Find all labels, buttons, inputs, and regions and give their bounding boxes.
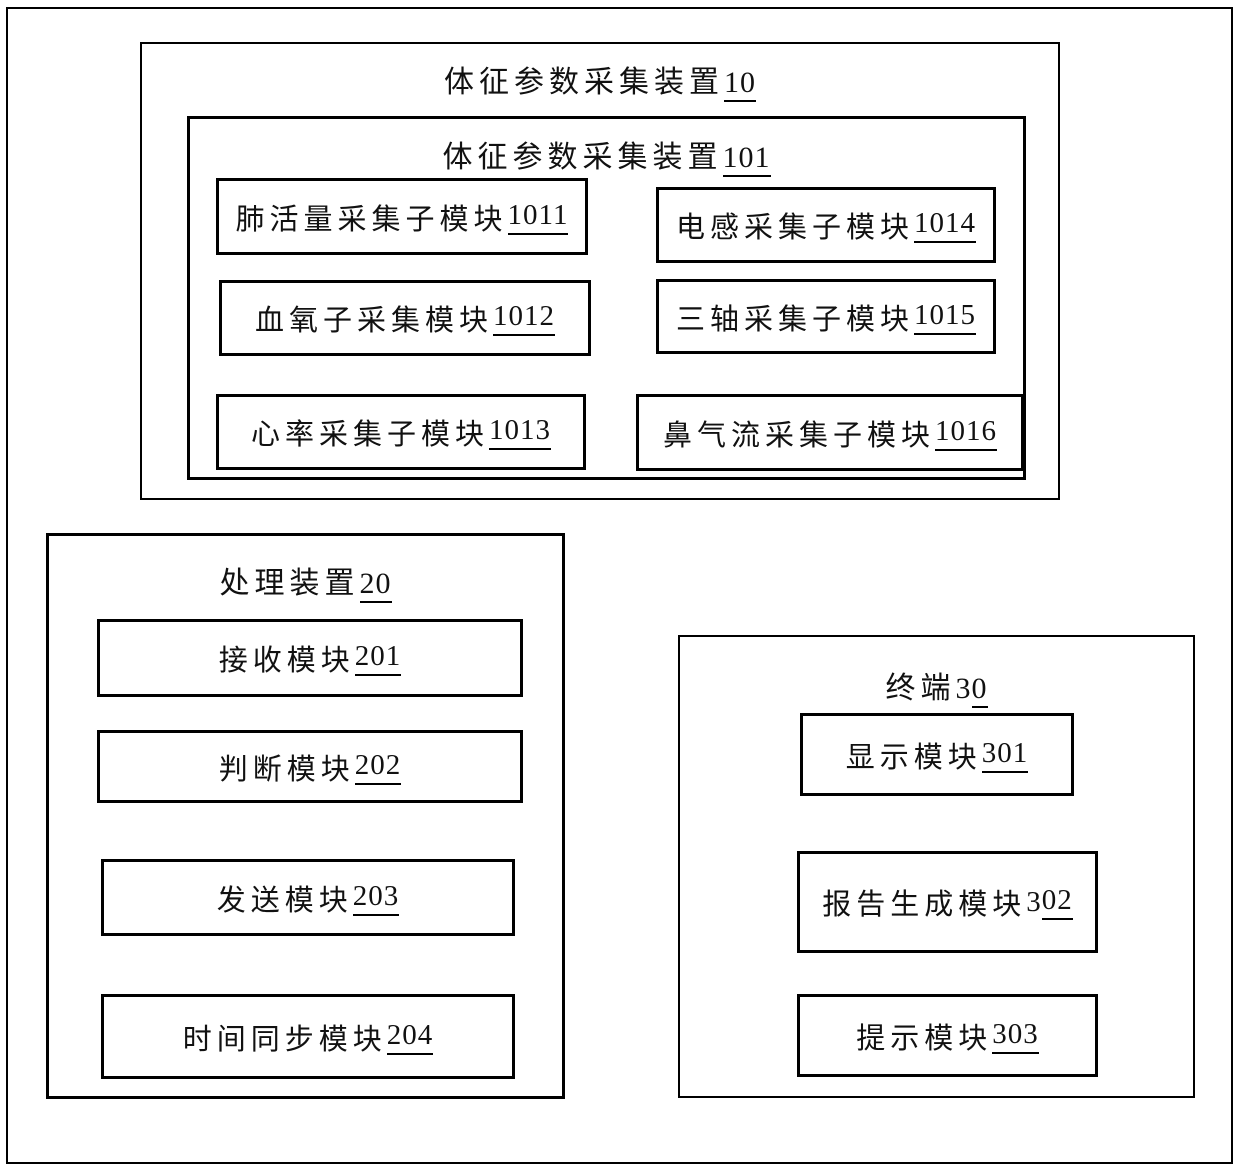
module-label: 判断模块 [218,753,355,786]
module-label: 三轴采集子模块 [675,303,914,336]
module-label: 肺活量采集子模块 [235,203,508,236]
module-number: 1011 [507,199,569,235]
title-number: 20 [359,567,392,603]
module-label: 鼻气流采集子模块 [662,419,935,452]
sign-param-collect-unit-title: 体征参数采集装置101 [190,132,1023,177]
module-label: 接收模块 [218,645,355,677]
title-label: 体征参数采集装置 [444,66,724,99]
module-label: 心率采集子模块 [250,419,489,451]
module-number: 201 [354,640,402,676]
title-label: 终端 [885,672,956,705]
module-label: 时间同步模块 [182,1023,387,1056]
module-label: 显示模块 [845,741,982,774]
module-number: 303 [992,1018,1039,1054]
processing-device-title: 处理装置20 [49,558,562,603]
module-number: 1016 [935,415,997,451]
module-number: 1015 [914,299,976,335]
title-number: 0 [971,672,988,708]
module-label: 血氧子采集模块 [254,305,493,337]
module-label: 电感采集子模块 [675,212,914,244]
title-label: 处理装置 [219,567,360,600]
terminal-title: 终端30 [680,663,1193,708]
module-number-plain: 3 [1026,885,1042,918]
module-number: 203 [352,880,400,916]
module-label: 发送模块 [216,884,353,917]
title-number: 10 [724,66,756,102]
module-number: 02 [1041,884,1073,920]
module-number: 301 [981,737,1029,773]
title-label: 体征参数采集装置 [442,141,723,174]
title-number-plain: 3 [955,672,972,705]
module-number: 1013 [489,414,551,450]
module-number: 1012 [493,300,555,336]
module-number: 1014 [914,207,976,243]
module-label: 报告生成模块 [822,889,1027,921]
title-number: 101 [722,141,771,177]
sign-param-collect-device-title: 体征参数采集装置10 [142,57,1058,102]
module-number: 204 [386,1019,434,1055]
figure-border [6,7,1233,1164]
module-label: 提示模块 [856,1022,993,1055]
module-number: 202 [354,749,402,785]
